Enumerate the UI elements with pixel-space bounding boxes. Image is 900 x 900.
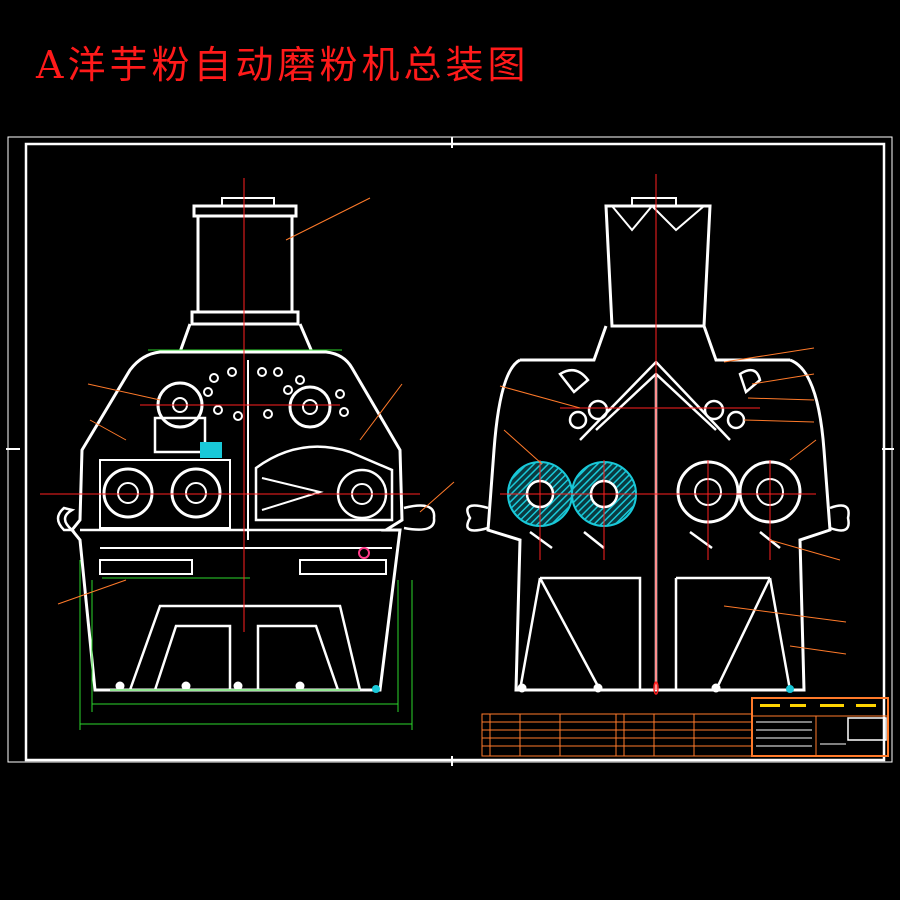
parts-list-table [481,713,753,757]
left-handwheel [56,506,76,532]
front-dimensions [79,349,413,730]
grinding-roller-1 [102,467,154,519]
side-left-handwheel [466,504,489,532]
side-centerlines [500,174,816,690]
side-hopper [604,204,712,328]
title-block [751,697,889,757]
front-leaders [57,197,455,605]
hopper-top [192,204,298,218]
gearbox [254,445,394,522]
side-view [466,197,850,693]
side-housing [486,358,832,692]
side-leaders [499,347,847,655]
front-view-accents [200,442,380,693]
right-handwheel [403,504,436,531]
grinding-roller-2 [170,467,222,519]
upper-roller-right [288,385,332,429]
side-right-handwheel [829,504,850,532]
drawing-title: A洋芋粉自动磨粉机总装图 [36,43,530,87]
side-lower-hoppers [518,576,792,691]
front-centerlines [40,178,420,632]
front-view [56,197,436,692]
sheet-border [6,136,894,766]
hopper-body [196,216,294,314]
front-base-legs [128,604,362,691]
